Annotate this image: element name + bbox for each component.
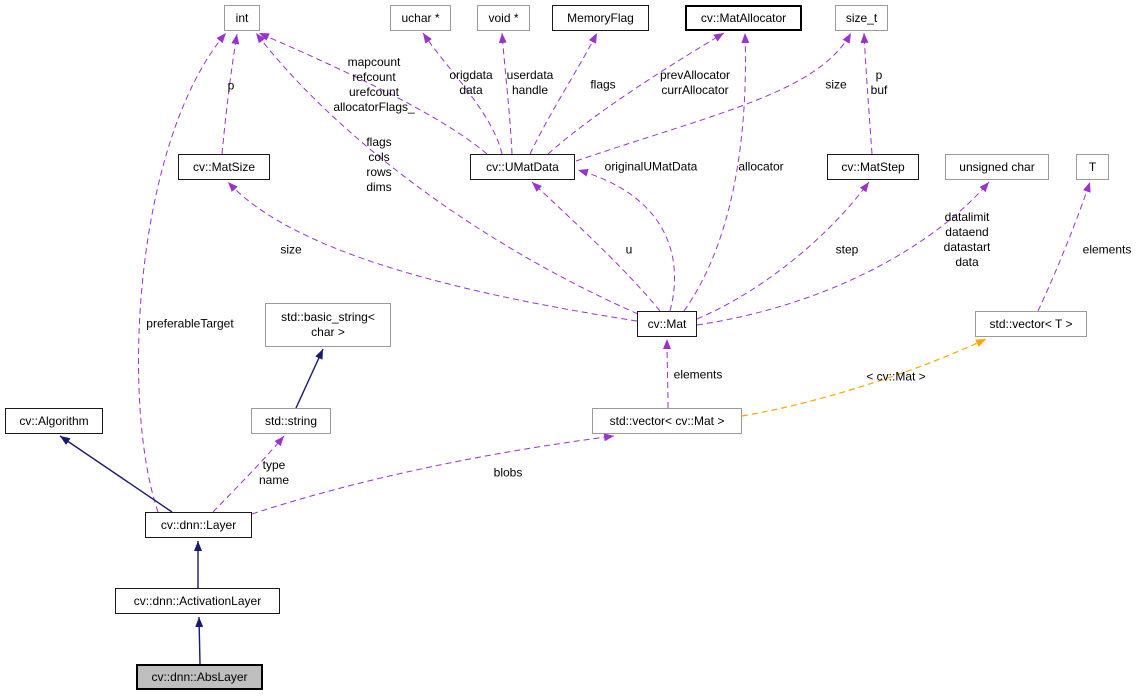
edge-label-p: p <box>227 78 235 93</box>
node-size-t: size_t <box>835 5 888 31</box>
node-memoryflag[interactable]: MemoryFlag <box>552 5 649 31</box>
node-cv-dnn-layer[interactable]: cv::dnn::Layer <box>145 512 252 538</box>
edge-label-flags: flags <box>590 77 616 92</box>
node-std-vector-cv-mat: std::vector< cv::Mat > <box>592 408 742 434</box>
node-t: T <box>1076 154 1109 180</box>
node-std-basic-string: std::basic_string< char > <box>265 303 391 347</box>
edge-label-blobs: blobs <box>493 465 523 480</box>
edge-label-originalumatdata: originalUMatData <box>604 159 698 174</box>
node-uchar-ptr: uchar * <box>390 5 451 31</box>
node-cv-dnn-activationlayer[interactable]: cv::dnn::ActivationLayer <box>115 588 280 614</box>
edge-label-u: u <box>625 242 633 257</box>
edge-label-allocator: allocator <box>738 159 784 174</box>
edge-label-mapcount: mapcount refcount urefcount allocatorFla… <box>333 55 415 114</box>
edge-label-prevallocator: prevAllocator currAllocator <box>659 68 731 97</box>
node-std-vector-t: std::vector< T > <box>975 311 1087 337</box>
edge-label-size-umat: size <box>825 77 847 92</box>
node-int: int <box>224 5 260 31</box>
node-cv-mat[interactable]: cv::Mat <box>637 311 697 337</box>
edge-label-type-name: type name <box>258 458 290 487</box>
edge-label-datalimit: datalimit dataend datastart data <box>943 210 991 269</box>
node-unsigned-char: unsigned char <box>945 154 1049 180</box>
edge-label-p-buf: p buf <box>870 68 888 97</box>
node-void-ptr: void * <box>477 5 530 31</box>
edge-label-template-cv-mat: < cv::Mat > <box>866 369 926 384</box>
node-cv-algorithm[interactable]: cv::Algorithm <box>5 408 103 434</box>
edge-label-userdata: userdata handle <box>506 68 554 97</box>
node-cv-umatdata[interactable]: cv::UMatData <box>470 154 575 180</box>
edge-label-origdata: origdata data <box>449 68 493 97</box>
node-std-string: std::string <box>251 408 331 434</box>
node-cv-matstep[interactable]: cv::MatStep <box>827 154 919 180</box>
edge-label-elements-t: elements <box>1082 242 1132 257</box>
node-cv-matsize[interactable]: cv::MatSize <box>178 154 270 180</box>
edge-label-preferabletarget: preferableTarget <box>146 316 234 331</box>
edge-label-step: step <box>835 242 859 257</box>
edge-label-elements-mat: elements <box>673 367 723 382</box>
edge-label-flags-cols-rows-dims: flags cols rows dims <box>366 135 392 194</box>
node-cv-matallocator[interactable]: cv::MatAllocator <box>685 5 802 31</box>
edge-label-size-mat: size <box>280 242 302 257</box>
node-cv-dnn-abslayer: cv::dnn::AbsLayer <box>136 664 263 690</box>
